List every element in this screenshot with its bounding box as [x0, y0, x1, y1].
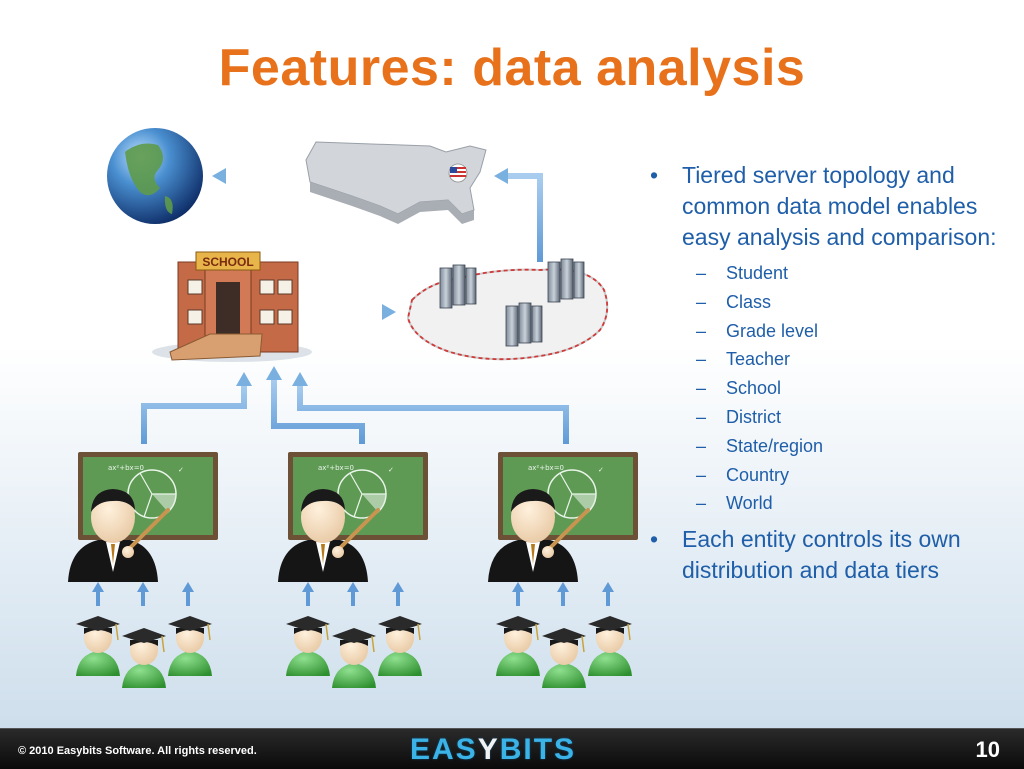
page-number: 10 — [975, 737, 1000, 762]
sub-item: –Student — [650, 259, 1020, 288]
teacher-classroom-icon — [276, 450, 430, 584]
dash: – — [696, 349, 707, 370]
logo-text: Y — [477, 733, 500, 766]
arrows-students-to-teachers — [90, 580, 616, 608]
sub-item-text: Teacher — [726, 349, 791, 370]
sub-item: –District — [650, 403, 1020, 432]
sub-item: –Teacher — [650, 345, 1020, 374]
teacher-classroom-icon — [66, 450, 220, 584]
arrows-classrooms-to-school — [141, 366, 569, 444]
server-icon — [439, 264, 477, 309]
globe-icon — [107, 128, 203, 224]
sub-item-text: School — [726, 378, 782, 399]
dash: – — [696, 291, 707, 312]
students-group-icon — [76, 616, 212, 688]
sub-item: –Grade level — [650, 317, 1020, 346]
arrow-school-to-region — [335, 304, 396, 320]
bullet-item: • Each entity controls its own distribut… — [650, 524, 1020, 586]
school-sign: SCHOOL — [202, 255, 253, 269]
bullet-dot: • — [650, 526, 659, 553]
logo-text: EAS — [410, 733, 478, 766]
sub-list: –Student –Class –Grade level –Teacher –S… — [650, 259, 1020, 518]
arrow-to-globe — [212, 168, 292, 184]
sub-item: –Country — [650, 461, 1020, 490]
sub-item: –World — [650, 489, 1020, 518]
sub-item: –School — [650, 374, 1020, 403]
dash: – — [696, 320, 707, 341]
server-icon — [547, 258, 585, 303]
school-building-icon: SCHOOL — [152, 251, 312, 362]
server-region-icon — [406, 258, 609, 361]
slide-title: Features: data analysis — [218, 39, 806, 97]
sub-item-text: State/region — [726, 435, 824, 456]
arrow-region-to-us — [494, 168, 543, 262]
bullet-dot: • — [650, 162, 659, 188]
teacher-classroom-icon — [486, 450, 640, 584]
logo-text: BITS — [499, 733, 577, 766]
dash: – — [696, 493, 707, 514]
dash: – — [696, 435, 707, 456]
sub-item: –Class — [650, 288, 1020, 317]
topology-diagram: ax²+bx=0 ✓ — [66, 128, 640, 728]
bullet-list: • Tiered server topology and common data… — [650, 160, 1020, 592]
bullet-text: Tiered server topology and common data m… — [682, 162, 997, 250]
copyright-text: © 2010 Easybits Software. All rights res… — [18, 745, 257, 757]
students-group-icon — [496, 616, 632, 688]
dash: – — [696, 464, 707, 485]
sub-item-text: District — [726, 406, 781, 427]
dash: – — [696, 378, 707, 399]
dash: – — [696, 406, 707, 427]
footer-bar: © 2010 Easybits Software. All rights res… — [0, 728, 1024, 769]
bullet-item: • Tiered server topology and common data… — [650, 160, 1020, 253]
sub-item-text: Grade level — [726, 320, 819, 341]
dash: – — [696, 263, 707, 283]
bullet-text: Each entity controls its own distributio… — [682, 526, 961, 584]
sub-item-text: Country — [726, 464, 790, 485]
usa-map-icon — [305, 141, 487, 224]
sub-item-text: Student — [726, 263, 789, 283]
server-icon — [505, 302, 543, 347]
students-group-icon — [286, 616, 422, 688]
easybits-logo: EASYBITS — [410, 733, 576, 767]
sub-item-text: World — [726, 493, 773, 514]
sub-item-text: Class — [726, 291, 772, 312]
sub-item: –State/region — [650, 432, 1020, 461]
